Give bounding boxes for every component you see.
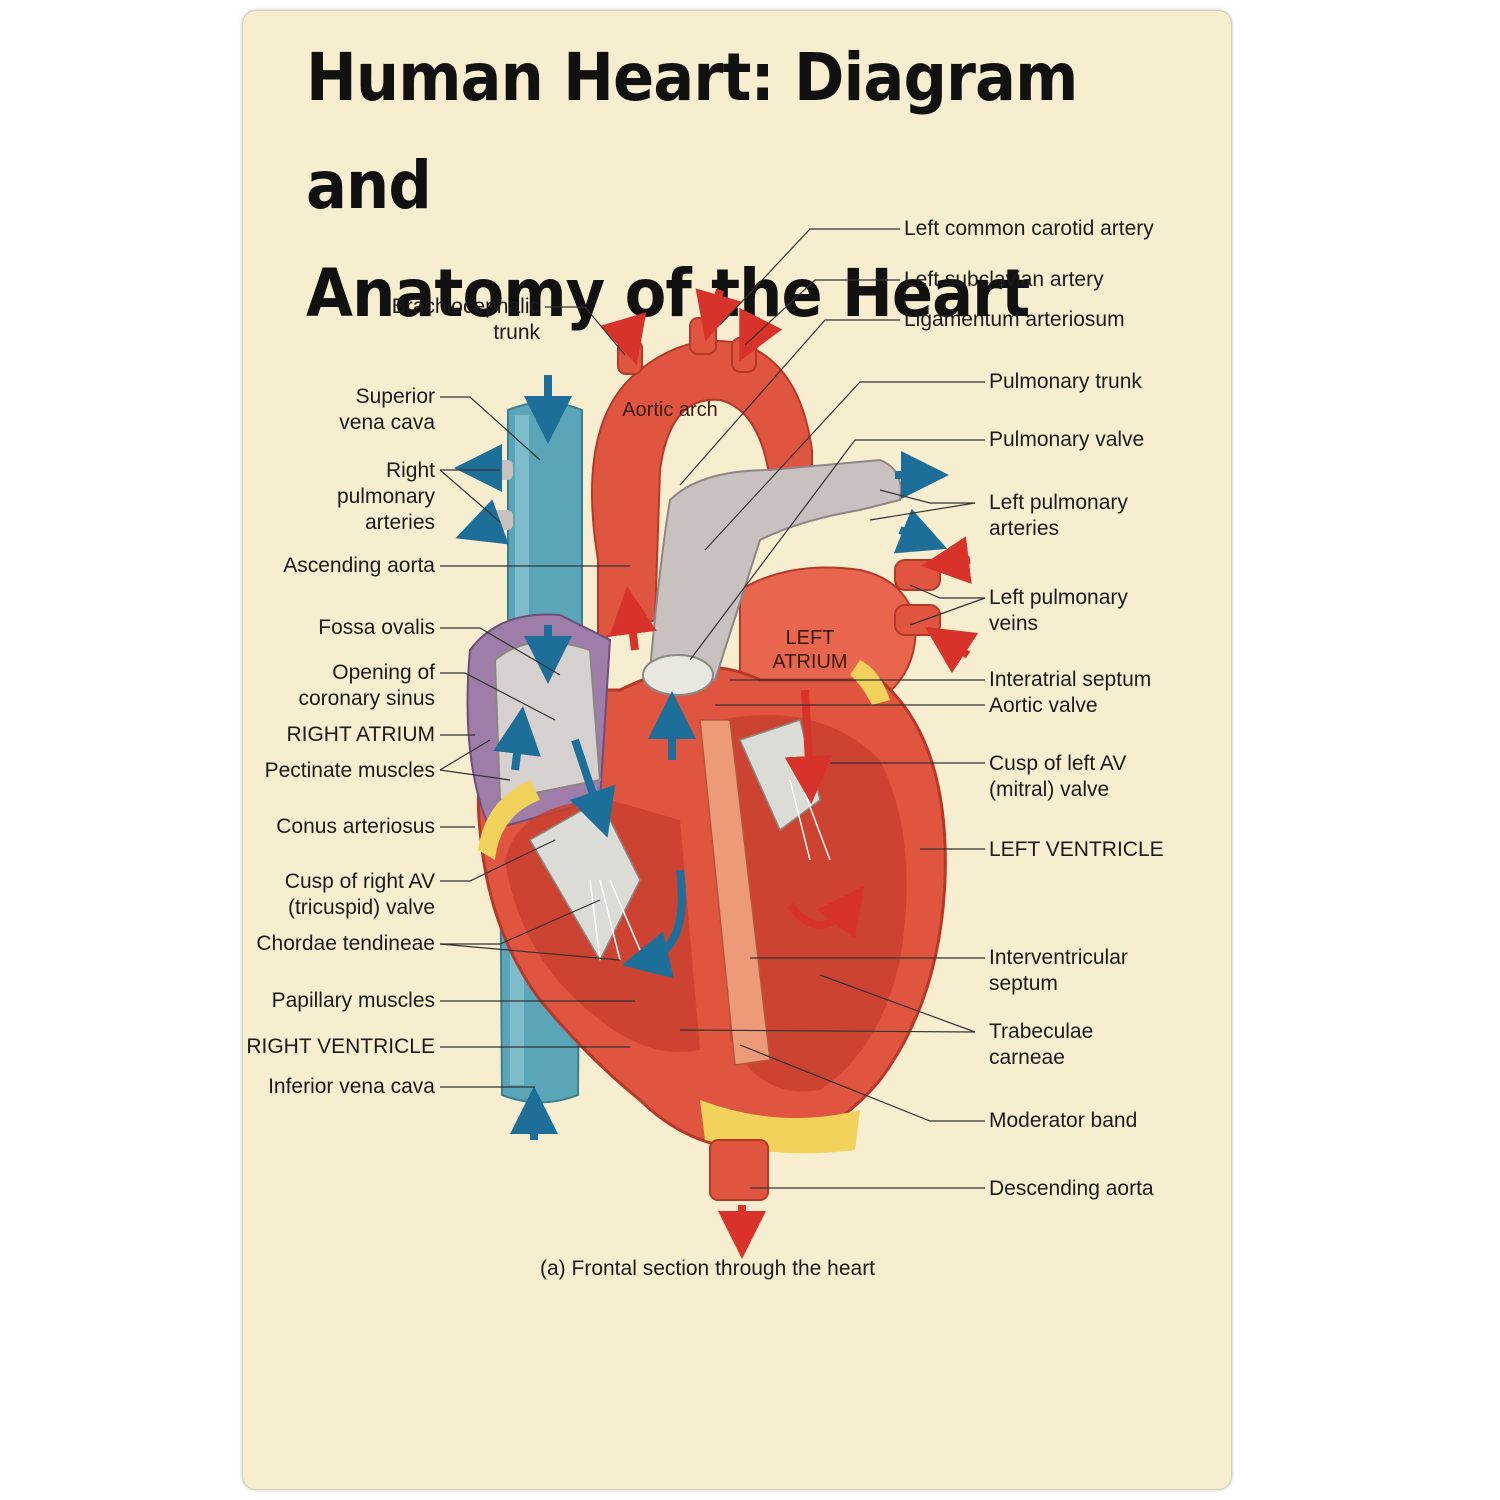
label-left-subclavian-artery: Left subclavian artery [904,268,1104,291]
label-papillary-muscles: Papillary muscles [271,989,435,1012]
label-right-ventricle: RIGHT VENTRICLE [246,1035,435,1058]
title-line-1: Human Heart: Diagram and [306,39,1078,224]
label-left-ventricle: LEFT VENTRICLE [989,838,1164,861]
label-pulmonary-valve: Pulmonary valve [989,428,1145,451]
left-atrium-region [739,559,941,701]
label-aortic-valve: Aortic valve [989,694,1098,717]
label-interatrial-septum: Interatrial septum [989,668,1152,691]
figure-caption: (a) Frontal section through the heart [540,1257,876,1280]
leader-lines-right [679,228,986,1189]
label-left-pulmonary-arteries: Left pulmonary arteries [989,491,1128,540]
label-trabeculae-carneae: Trabeculae carneae [989,1020,1094,1069]
label-interventricular-septum: Interventricular septum [989,946,1128,995]
descending-aorta [709,1139,769,1201]
label-left-common-carotid-artery: Left common carotid artery [904,217,1154,240]
label-right-pulmonary-arteries: Right pulmonary arteries [336,459,435,534]
label-conus-arteriosus: Conus arteriosus [276,815,435,838]
pulmonary-trunk [642,458,902,696]
label-superior-vena-cava: Superior vena cava [339,385,435,434]
label-tricuspid-valve: Cusp of right AV (tricuspid) valve [284,870,435,919]
label-ligamentum-arteriosum: Ligamentum arteriosum [904,308,1125,331]
title-line-2: Anatomy of the Heart [306,255,1030,332]
label-descending-aorta: Descending aorta [989,1177,1154,1200]
label-pectinate-muscles: Pectinate muscles [264,759,435,782]
label-fossa-ovalis: Fossa ovalis [318,616,435,639]
label-moderator-band: Moderator band [989,1109,1138,1132]
label-left-atrium: LEFT ATRIUM [772,627,848,673]
label-brachiocephalic-trunk: Brachiocephalic trunk [391,295,540,344]
label-mitral-valve: Cusp of left AV (mitral) valve [989,752,1127,801]
label-pulmonary-trunk: Pulmonary trunk [989,370,1142,393]
blood-flow-arrows [454,288,979,1259]
label-inferior-vena-cava: Inferior vena cava [268,1075,435,1098]
label-coronary-sinus: Opening of coronary sinus [298,661,435,710]
label-ascending-aorta: Ascending aorta [283,554,435,577]
label-chordae-tendineae: Chordae tendineae [256,932,435,955]
leader-lines-left [439,306,635,1088]
label-right-atrium: RIGHT ATRIUM [286,723,435,746]
label-left-pulmonary-veins: Left pulmonary veins [989,586,1128,635]
page-title: Human Heart: Diagram and Anatomy of the … [306,24,1134,348]
label-aortic-arch: Aortic arch [622,399,718,421]
